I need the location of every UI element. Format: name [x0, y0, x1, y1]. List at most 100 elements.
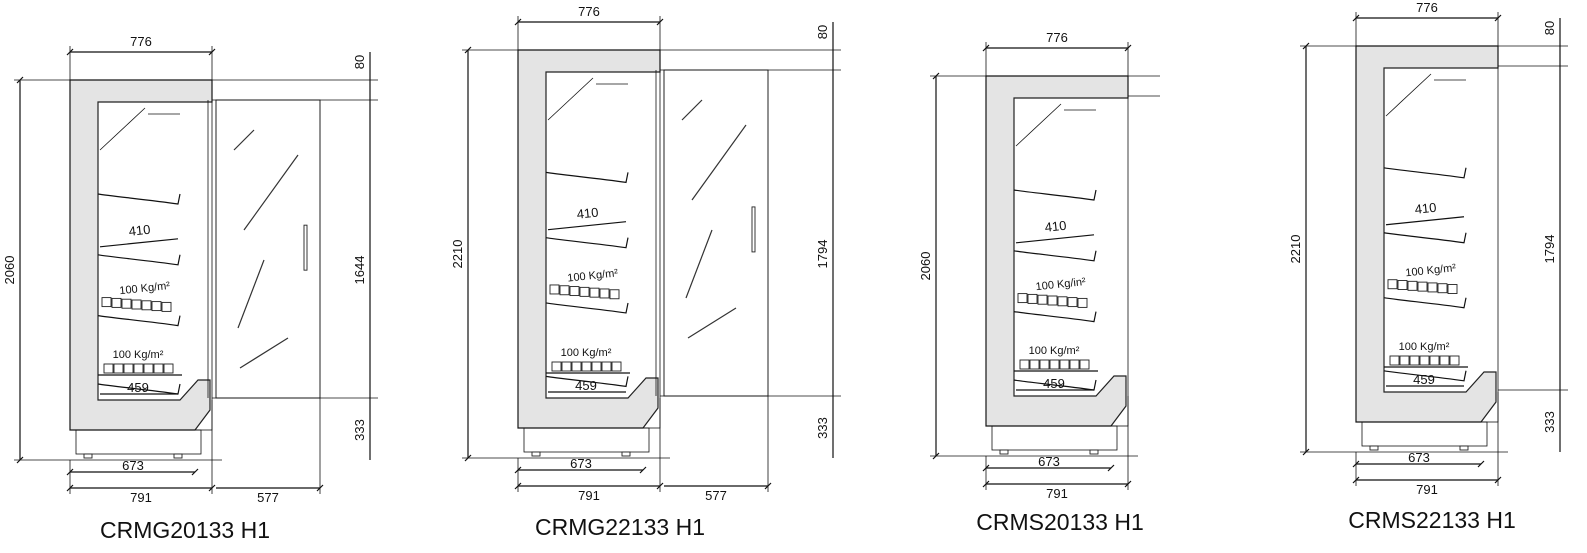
air-flow-line [1015, 103, 1062, 147]
total-depth-label: 791 [1416, 482, 1438, 497]
top-width-label: 776 [1416, 0, 1438, 15]
product-box [591, 361, 602, 372]
cabinet-insulated-wall [985, 75, 1129, 427]
air-flow-line [1385, 73, 1432, 117]
shelf [1383, 232, 1467, 244]
model-name-label: CRMG22133 H1 [535, 514, 705, 540]
product-box [1449, 355, 1460, 366]
cabinet-base [991, 425, 1118, 451]
product-box [1419, 355, 1430, 366]
cabinet-base [523, 427, 650, 453]
product-box [163, 363, 174, 374]
product-box [611, 361, 622, 372]
product-box [1057, 296, 1068, 307]
height-label: 2060 [2, 256, 17, 285]
shelf [545, 302, 629, 314]
foot-right [173, 453, 183, 459]
product-box [1069, 359, 1080, 370]
inner-depth-label: 673 [122, 458, 144, 473]
foot-left [999, 449, 1009, 455]
product-box [581, 361, 592, 372]
product-box [1437, 283, 1448, 294]
cabinet-insulated-wall [1355, 45, 1499, 423]
shelf-load-label: 100 Kg/m² [1405, 262, 1457, 279]
product-box [1029, 359, 1040, 370]
top-gap-label: 80 [815, 25, 830, 39]
product-box [1397, 280, 1408, 290]
dimension-tick [1124, 44, 1132, 52]
base-height-label: 333 [352, 419, 367, 441]
product-box [1447, 284, 1458, 294]
product-box [113, 363, 124, 374]
product-box [1389, 355, 1400, 366]
door-height-label: 1794 [815, 240, 830, 269]
product-box [1439, 355, 1450, 366]
shelf [97, 315, 181, 327]
door-handle [303, 224, 308, 271]
top-width-label: 776 [1046, 30, 1068, 45]
product-box [589, 287, 600, 298]
product-box [561, 361, 572, 372]
product-box [559, 285, 570, 296]
bottom-shelf-depth-label: 459 [1413, 372, 1435, 387]
cabinet-base [1361, 421, 1488, 447]
door-handle [751, 206, 756, 253]
shelf [97, 193, 181, 205]
glass-reflection [239, 337, 289, 369]
shelf [545, 237, 629, 249]
product-box [1079, 359, 1090, 370]
total-depth-label: 791 [130, 490, 152, 505]
dimension-tick [191, 468, 199, 476]
dimension-tick [656, 18, 664, 26]
product-box [601, 361, 612, 372]
dimension-tick [1302, 448, 1310, 456]
shelf-depth-label: 410 [128, 222, 151, 239]
product-box [1409, 355, 1420, 366]
product-box [151, 301, 162, 312]
product-box [569, 286, 580, 297]
shelf-depth-label: 410 [576, 205, 599, 222]
shelf-depth-label: 410 [1044, 218, 1067, 235]
product-box [1047, 295, 1058, 306]
shelf-depth-dimension-line [1015, 234, 1095, 244]
product-box [1059, 359, 1070, 370]
foot-right [621, 451, 631, 457]
shelf-load-label: 100 Kg/in² [1035, 276, 1086, 293]
glass-reflection [233, 129, 255, 151]
top-width-label: 776 [578, 4, 600, 19]
dimension-tick [1107, 464, 1115, 472]
shelf [545, 375, 629, 388]
product-box [1027, 293, 1038, 304]
dimension-tick [16, 76, 24, 84]
product-box [1067, 297, 1078, 308]
product-box [1427, 282, 1438, 293]
product-box [131, 299, 142, 310]
shelf-load-label: 100 Kg/m² [567, 267, 619, 284]
product-box [599, 288, 610, 299]
base-load-label: 100 Kg/m² [561, 347, 612, 359]
door-depth-label: 577 [257, 490, 279, 505]
dimension-tick [16, 456, 24, 464]
dimension-tick [1302, 42, 1310, 50]
glass-reflection [681, 99, 703, 121]
glass-reflection [237, 259, 265, 329]
product-box [1407, 280, 1418, 291]
dimension-tick [1494, 14, 1502, 22]
shelf-depth-dimension-line [1385, 216, 1465, 226]
product-box [1077, 297, 1088, 308]
base-height-label: 333 [815, 417, 830, 439]
product-box [123, 363, 134, 374]
base-load-label: 100 Kg/m² [113, 349, 164, 361]
model-name-label: CRMS22133 H1 [1348, 507, 1515, 533]
product-box [101, 297, 112, 308]
glass-reflection [243, 154, 299, 231]
dimension-tick [208, 48, 216, 56]
door-height-label: 1644 [352, 256, 367, 285]
product-box [609, 289, 620, 300]
product-box [1019, 359, 1030, 370]
